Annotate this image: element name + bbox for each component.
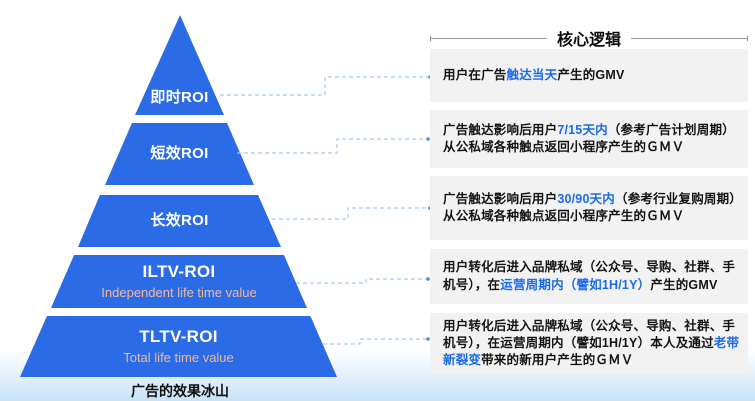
pyramid-level-instant-roi: 即时ROI	[135, 15, 224, 115]
level-label: TLTV-ROI	[139, 327, 218, 347]
logic-row-iltv: 用户转化后进入品牌私域（公众号、导购、社群、手机号），在运营周期内（譬如1H/1…	[430, 249, 748, 304]
logic-row-text: 用户转化后进入品牌私域（公众号、导购、社群、手机号），在运营周期内（譬如1H/1…	[443, 318, 740, 368]
logic-row-text: 用户在广告触达当天产生的GMV	[443, 67, 625, 82]
logic-row-text: 广告触达影响后用户7/15天内（参考广告计划周期）从公私域各种触点返回小程序产生…	[443, 122, 735, 154]
panel-title-text: 核心逻辑	[557, 32, 622, 49]
connector-line-5	[323, 338, 426, 345]
panel-title: 核心逻辑	[430, 27, 749, 49]
connector-line-1	[220, 76, 428, 96]
title-rule-left	[430, 35, 547, 41]
level-subtitle: Independent life time value	[101, 284, 257, 300]
pyramid-level-long-roi: 长效ROI	[78, 195, 281, 247]
level-label: 即时ROI	[150, 88, 209, 106]
logic-row-text: 用户转化后进入品牌私域（公众号、导购、社群、手机号），在运营周期内（譬如1H/1…	[443, 260, 736, 292]
pyramid-caption: 广告的效果冰山	[131, 383, 229, 399]
title-rule-right	[631, 35, 749, 41]
connector-line-2	[237, 138, 426, 154]
level-label: ILTV-ROI	[142, 262, 216, 282]
connector-line-4	[296, 278, 426, 284]
logic-row-tltv: 用户转化后进入品牌私域（公众号、导购、社群、手机号），在运营周期内（譬如1H/1…	[430, 313, 748, 374]
level-label: 长效ROI	[150, 212, 209, 230]
level-label: 短效ROI	[150, 145, 209, 163]
pyramid-level-short-roi: 短效ROI	[105, 123, 254, 185]
logic-row-text: 广告触达影响后用户30/90天内（参考行业复购周期）从公私域各种触点返回小程序产…	[443, 191, 736, 223]
logic-row-long: 广告触达影响后用户30/90天内（参考行业复购周期）从公私域各种触点返回小程序产…	[430, 176, 748, 240]
pyramid-level-iltv-roi: ILTV-ROI Independent life time value	[51, 255, 307, 308]
pyramid-level-tltv-roi: TLTV-ROI Total life time value	[20, 316, 337, 377]
level-subtitle: Total life time value	[123, 349, 234, 365]
logic-row-instant: 用户在广告触达当天产生的GMV	[430, 49, 748, 102]
logic-row-short: 广告触达影响后用户7/15天内（参考广告计划周期）从公私域各种触点返回小程序产生…	[430, 110, 748, 168]
connector-line-3	[272, 207, 428, 220]
